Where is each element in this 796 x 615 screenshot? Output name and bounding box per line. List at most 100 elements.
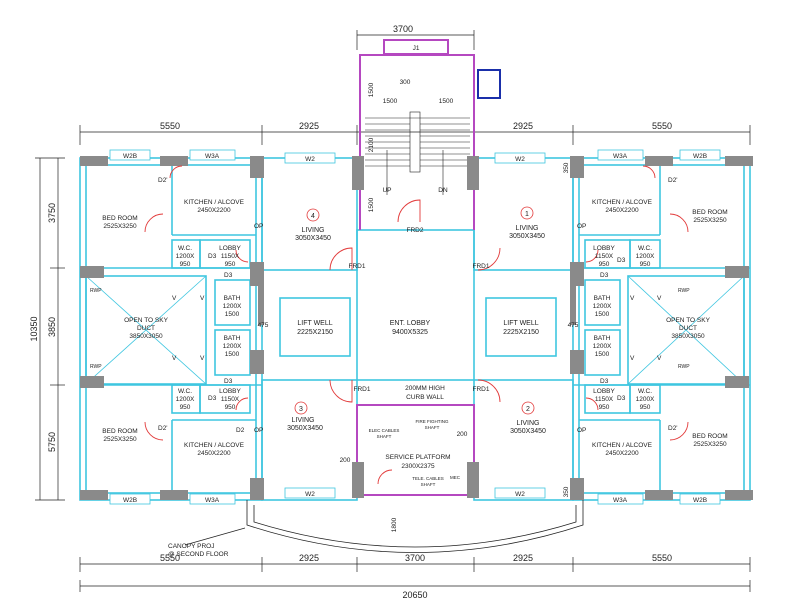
window-w3a-tr: W3A [613,153,628,160]
small-annotations: D2' D2' D2' D2' OP OP OP OP D2 D3 D3 D3 … [90,177,690,558]
j1-label: J1 [413,45,420,52]
wc-bl-size2: 950 [180,404,191,411]
wc-tl-size: 1200X [176,253,195,260]
stair-half-right: 1500 [439,98,454,105]
canopy [246,500,584,553]
flat-4-marker [306,208,320,222]
d3-bl: D3 [224,378,233,385]
duct-l2: DUCT [137,325,155,332]
flat-1-marker [520,206,534,220]
dimension-labels: 3700 5550 2925 2925 5550 5550 2925 3700 … [29,24,672,600]
bottom-right-small: 350 [563,486,570,497]
v-r2: V [657,295,662,302]
lobby-br-size2: 950 [599,404,610,411]
right-wing-labels: BED ROOM 2525X3250 KITCHEN / ALCOVE 2450… [592,199,728,457]
window-w3a-bl: W3A [205,497,220,504]
kitchen-bl: KITCHEN / ALCOVE [184,442,245,449]
flat-1-living: LIVING [516,225,539,232]
canopy-depth: 1800 [391,517,398,532]
duct-diagonals [85,275,745,385]
ent-lobby-title: ENT. LOBBY [390,320,431,327]
v-l2: V [200,295,205,302]
rwp-tl: RWP [90,288,102,294]
lift-right-title: LIFT WELL [503,320,538,327]
dim-left-mid: 3850 [47,317,57,337]
wc-tr-size2: 950 [640,261,651,268]
d2-br: D2' [668,425,678,432]
bath-r1-size2: 1500 [595,311,610,318]
v-r1: V [630,295,635,302]
flat-4-living: LIVING [302,227,325,234]
dim-bottom-right-mid: 2925 [513,553,533,563]
d3-tl: D3 [208,253,217,260]
canopy-label-2: @ SECOND FLOOR [168,551,229,558]
window-w3a-br: W3A [613,497,628,504]
dim-bottom-left-mid: 2925 [299,553,319,563]
curb-label-2: CURB WALL [406,394,444,401]
bath-l1-size: 1200X [223,303,242,310]
dim-bottom-core: 3700 [405,553,425,563]
lobby-tl-size: 1150X [221,253,240,260]
gap-right: 475 [568,322,579,329]
window-w2-bl: W2 [305,491,315,498]
lobby-bl-size2: 950 [225,404,236,411]
flat-3-number: 3 [299,406,303,413]
flat-2-marker [521,401,535,415]
lobby-br-size: 1150X [595,396,614,403]
op-br: OP [577,427,586,434]
d3-br: D3 [600,378,609,385]
stair-v3: 1500 [368,197,375,212]
kitchen-br: KITCHEN / ALCOVE [592,442,653,449]
window-w2b-bl: W2B [123,497,137,504]
stair-treads [365,111,470,195]
dim-top-core: 3700 [393,24,413,34]
flat-living-labels: 4 LIVING 3050X3450 1 LIVING 3050X3450 3 … [287,206,546,435]
frd1-top-left: FRD1 [349,263,366,270]
frd1-bottom-right: FRD1 [473,386,490,393]
dim-top-left: 5550 [160,121,180,131]
bed-tl: BED ROOM [102,215,137,222]
window-labels: W2B W3A W2 W2 W3A W2B W2B W3A W2 W2 W3A … [123,153,707,504]
lift-left-size: 2225X2150 [297,329,333,336]
blue-shaft [477,69,501,99]
lobby-tr-size: 1150X [595,253,614,260]
duct-l: OPEN TO SKY [124,317,168,324]
lobby-bl: LOBBY [219,388,241,395]
kitchen-tl: KITCHEN / ALCOVE [184,199,245,206]
wc-tr-size: 1200X [636,253,655,260]
kitchen-tl-size: 2450X2200 [197,207,231,214]
bath-r2: BATH [594,335,611,342]
v-l1: V [172,295,177,302]
dim-top-right: 5550 [652,121,672,131]
rwp-bl: RWP [90,364,102,370]
bath-l2-size2: 1500 [225,351,240,358]
frd2-label: FRD2 [407,227,424,234]
sp-right-dim: 200 [457,431,468,438]
stair-labels: J1 300 1500 1500 1500 2100 1500 UP DN FR… [368,45,570,234]
windows [109,149,721,505]
wc-br: W.C. [638,388,652,395]
wc-bl-size: 1200X [176,396,195,403]
flat-3-marker [294,401,308,415]
frd1-top-right: FRD1 [473,263,490,270]
v-l4: V [200,355,205,362]
bed-br: BED ROOM [692,433,727,440]
bed-tr-size: 2525X3250 [693,217,727,224]
core-labels: FRD1 FRD1 FRD1 FRD1 ENT. LOBBY 9400X5325… [258,263,579,532]
duct-r2: DUCT [679,325,697,332]
bed-tl-size: 2525X3250 [103,223,137,230]
tele-shaft-1: TELE. CABLES [412,476,444,481]
wc-br-size: 1200X [636,396,655,403]
stair-v2: 2100 [368,137,375,152]
bath-l1-size2: 1500 [225,311,240,318]
stair-mid-dim: 300 [400,79,411,86]
dimension-lines [35,30,751,592]
wc-bl: W.C. [178,388,192,395]
dim-left-lower: 5750 [47,432,57,452]
lift-right-size: 2225X2150 [503,329,539,336]
window-w2-tr: W2 [515,156,525,163]
window-w3a-tl: W3A [205,153,220,160]
kitchen-tr-size: 2450X2200 [605,207,639,214]
kitchen-tr: KITCHEN / ALCOVE [592,199,653,206]
